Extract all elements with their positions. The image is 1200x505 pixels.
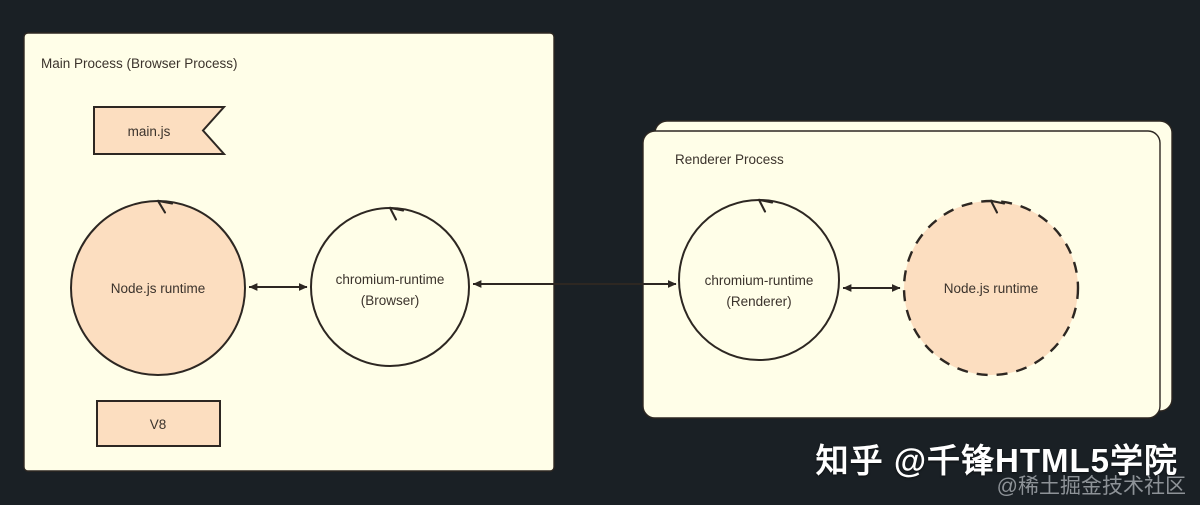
chromium-runtime-browser-label-line1: chromium-runtime — [336, 272, 445, 287]
chromium-runtime-renderer-label-line2: (Renderer) — [726, 294, 791, 309]
loop-arrowhead-icon — [757, 198, 774, 213]
nodejs-runtime-renderer-label: Node.js runtime — [944, 281, 1039, 296]
chromium-runtime-renderer-label-line1: chromium-runtime — [705, 273, 814, 288]
node-chromium-runtime-renderer[interactable]: chromium-runtime (Renderer) — [678, 198, 840, 361]
chromium-runtime-browser-circle — [310, 207, 470, 367]
loop-arrowhead-icon — [388, 206, 405, 221]
v8-box — [96, 400, 221, 447]
main-process-title: Main Process (Browser Process) — [41, 56, 238, 71]
node-main-js[interactable]: main.js — [93, 106, 227, 155]
loop-arrowhead-icon — [156, 199, 174, 214]
node-chromium-runtime-browser[interactable]: chromium-runtime (Browser) — [310, 206, 470, 367]
node-nodejs-runtime-main[interactable]: Node.js runtime — [70, 199, 246, 376]
watermark-primary: 知乎 @千锋HTML5学院 — [815, 442, 1178, 479]
watermark-secondary: @稀土掘金技术社区 — [996, 475, 1186, 498]
node-nodejs-runtime-renderer[interactable]: Node.js runtime — [902, 199, 1080, 377]
loop-arrowhead-icon — [989, 199, 1006, 214]
renderer-process-title: Renderer Process — [675, 152, 784, 167]
node-v8[interactable]: V8 — [96, 400, 221, 447]
main-js-label: main.js — [128, 124, 171, 139]
v8-label: V8 — [150, 417, 167, 432]
main-js-flag-shape — [93, 106, 227, 155]
chromium-runtime-browser-label-line2: (Browser) — [361, 293, 420, 308]
nodejs-runtime-main-label: Node.js runtime — [111, 281, 206, 296]
